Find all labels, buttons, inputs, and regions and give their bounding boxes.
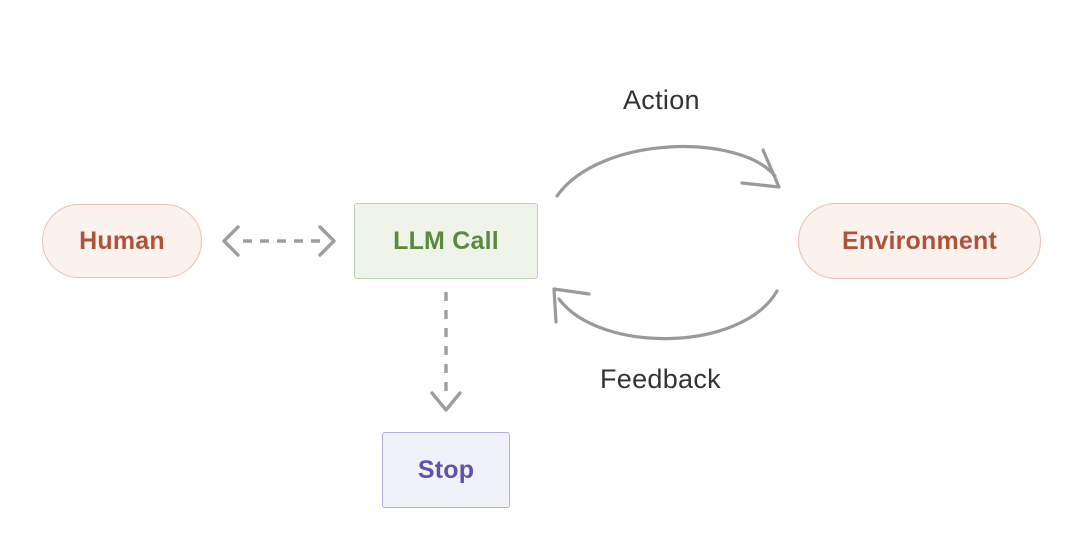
feedback-arc [557, 289, 779, 341]
node-environment-label: Environment [842, 226, 997, 255]
right-chevron-arrowhead-icon [318, 225, 336, 257]
edge-action [555, 145, 781, 198]
edge-label-feedback: Feedback [600, 364, 721, 394]
node-llm-call-label: LLM Call [393, 226, 499, 255]
node-llm-call[interactable]: LLM Call [354, 203, 538, 279]
left-chevron-arrowhead-icon [222, 225, 240, 257]
node-human-label: Human [79, 226, 165, 255]
action-arrowhead-icon [740, 148, 781, 189]
edge-label-action: Action [623, 85, 700, 115]
node-environment[interactable]: Environment [798, 203, 1041, 279]
edge-feedback [552, 287, 779, 341]
node-human[interactable]: Human [42, 204, 202, 278]
edge-human-llm [222, 225, 336, 257]
node-stop[interactable]: Stop [382, 432, 510, 508]
action-arc [555, 145, 777, 198]
node-stop-label: Stop [417, 455, 475, 484]
feedback-arrowhead-icon [552, 287, 591, 324]
down-chevron-arrowhead-icon [430, 391, 462, 412]
edge-llm-stop [430, 292, 462, 412]
